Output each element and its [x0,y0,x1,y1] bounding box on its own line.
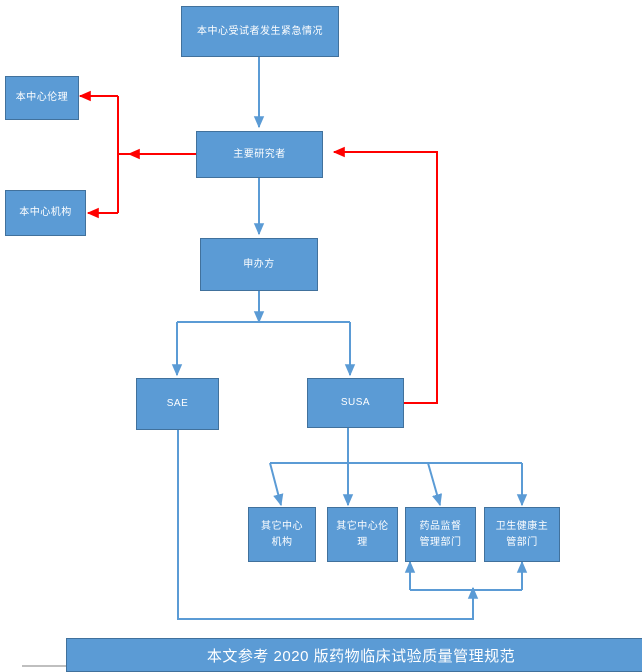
node-emergency-label: 本中心受试者发生紧急情况 [197,25,323,37]
corner-rule [22,665,68,667]
node-susa[interactable]: SUSA [307,378,404,428]
node-sae[interactable]: SAE [136,378,219,430]
node-drug-admin-label: 药品监督 管理部门 [419,520,462,548]
node-other-center-org-label: 其它中心 机构 [261,520,303,548]
node-health-admin[interactable]: 卫生健康主 管部门 [484,507,560,562]
node-center-ethics-label: 本中心伦理 [15,92,69,103]
node-sponsor-label: 申办方 [243,258,275,270]
edge-susa-to-pi-feedback [332,146,438,404]
node-sponsor[interactable]: 申办方 [200,238,318,291]
node-health-admin-label: 卫生健康主 管部门 [495,520,549,548]
footer-note-text: 本文参考 2020 版药物临床试验质量管理规范 [206,647,516,665]
node-drug-admin[interactable]: 药品监督 管理部门 [405,507,476,562]
footer-note-banner: 本文参考 2020 版药物临床试验质量管理规范 [66,638,642,672]
node-center-ethics[interactable]: 本中心伦理 [5,76,79,120]
node-other-center-org[interactable]: 其它中心 机构 [248,507,316,562]
node-susa-label: SUSA [340,397,371,408]
node-center-org[interactable]: 本中心机构 [5,190,86,236]
node-emergency[interactable]: 本中心受试者发生紧急情况 [181,6,339,57]
node-sae-label: SAE [166,398,189,409]
node-center-org-label: 本中心机构 [19,207,72,218]
node-pi-label: 主要研究者 [233,148,286,160]
node-other-center-ethics-label: 其它中心伦 理 [336,520,389,548]
node-other-center-ethics[interactable]: 其它中心伦 理 [327,507,398,562]
edge-susa-to-drug-admin [427,462,443,507]
node-pi[interactable]: 主要研究者 [196,131,323,178]
edge-susa-to-other-center-org [269,462,284,507]
